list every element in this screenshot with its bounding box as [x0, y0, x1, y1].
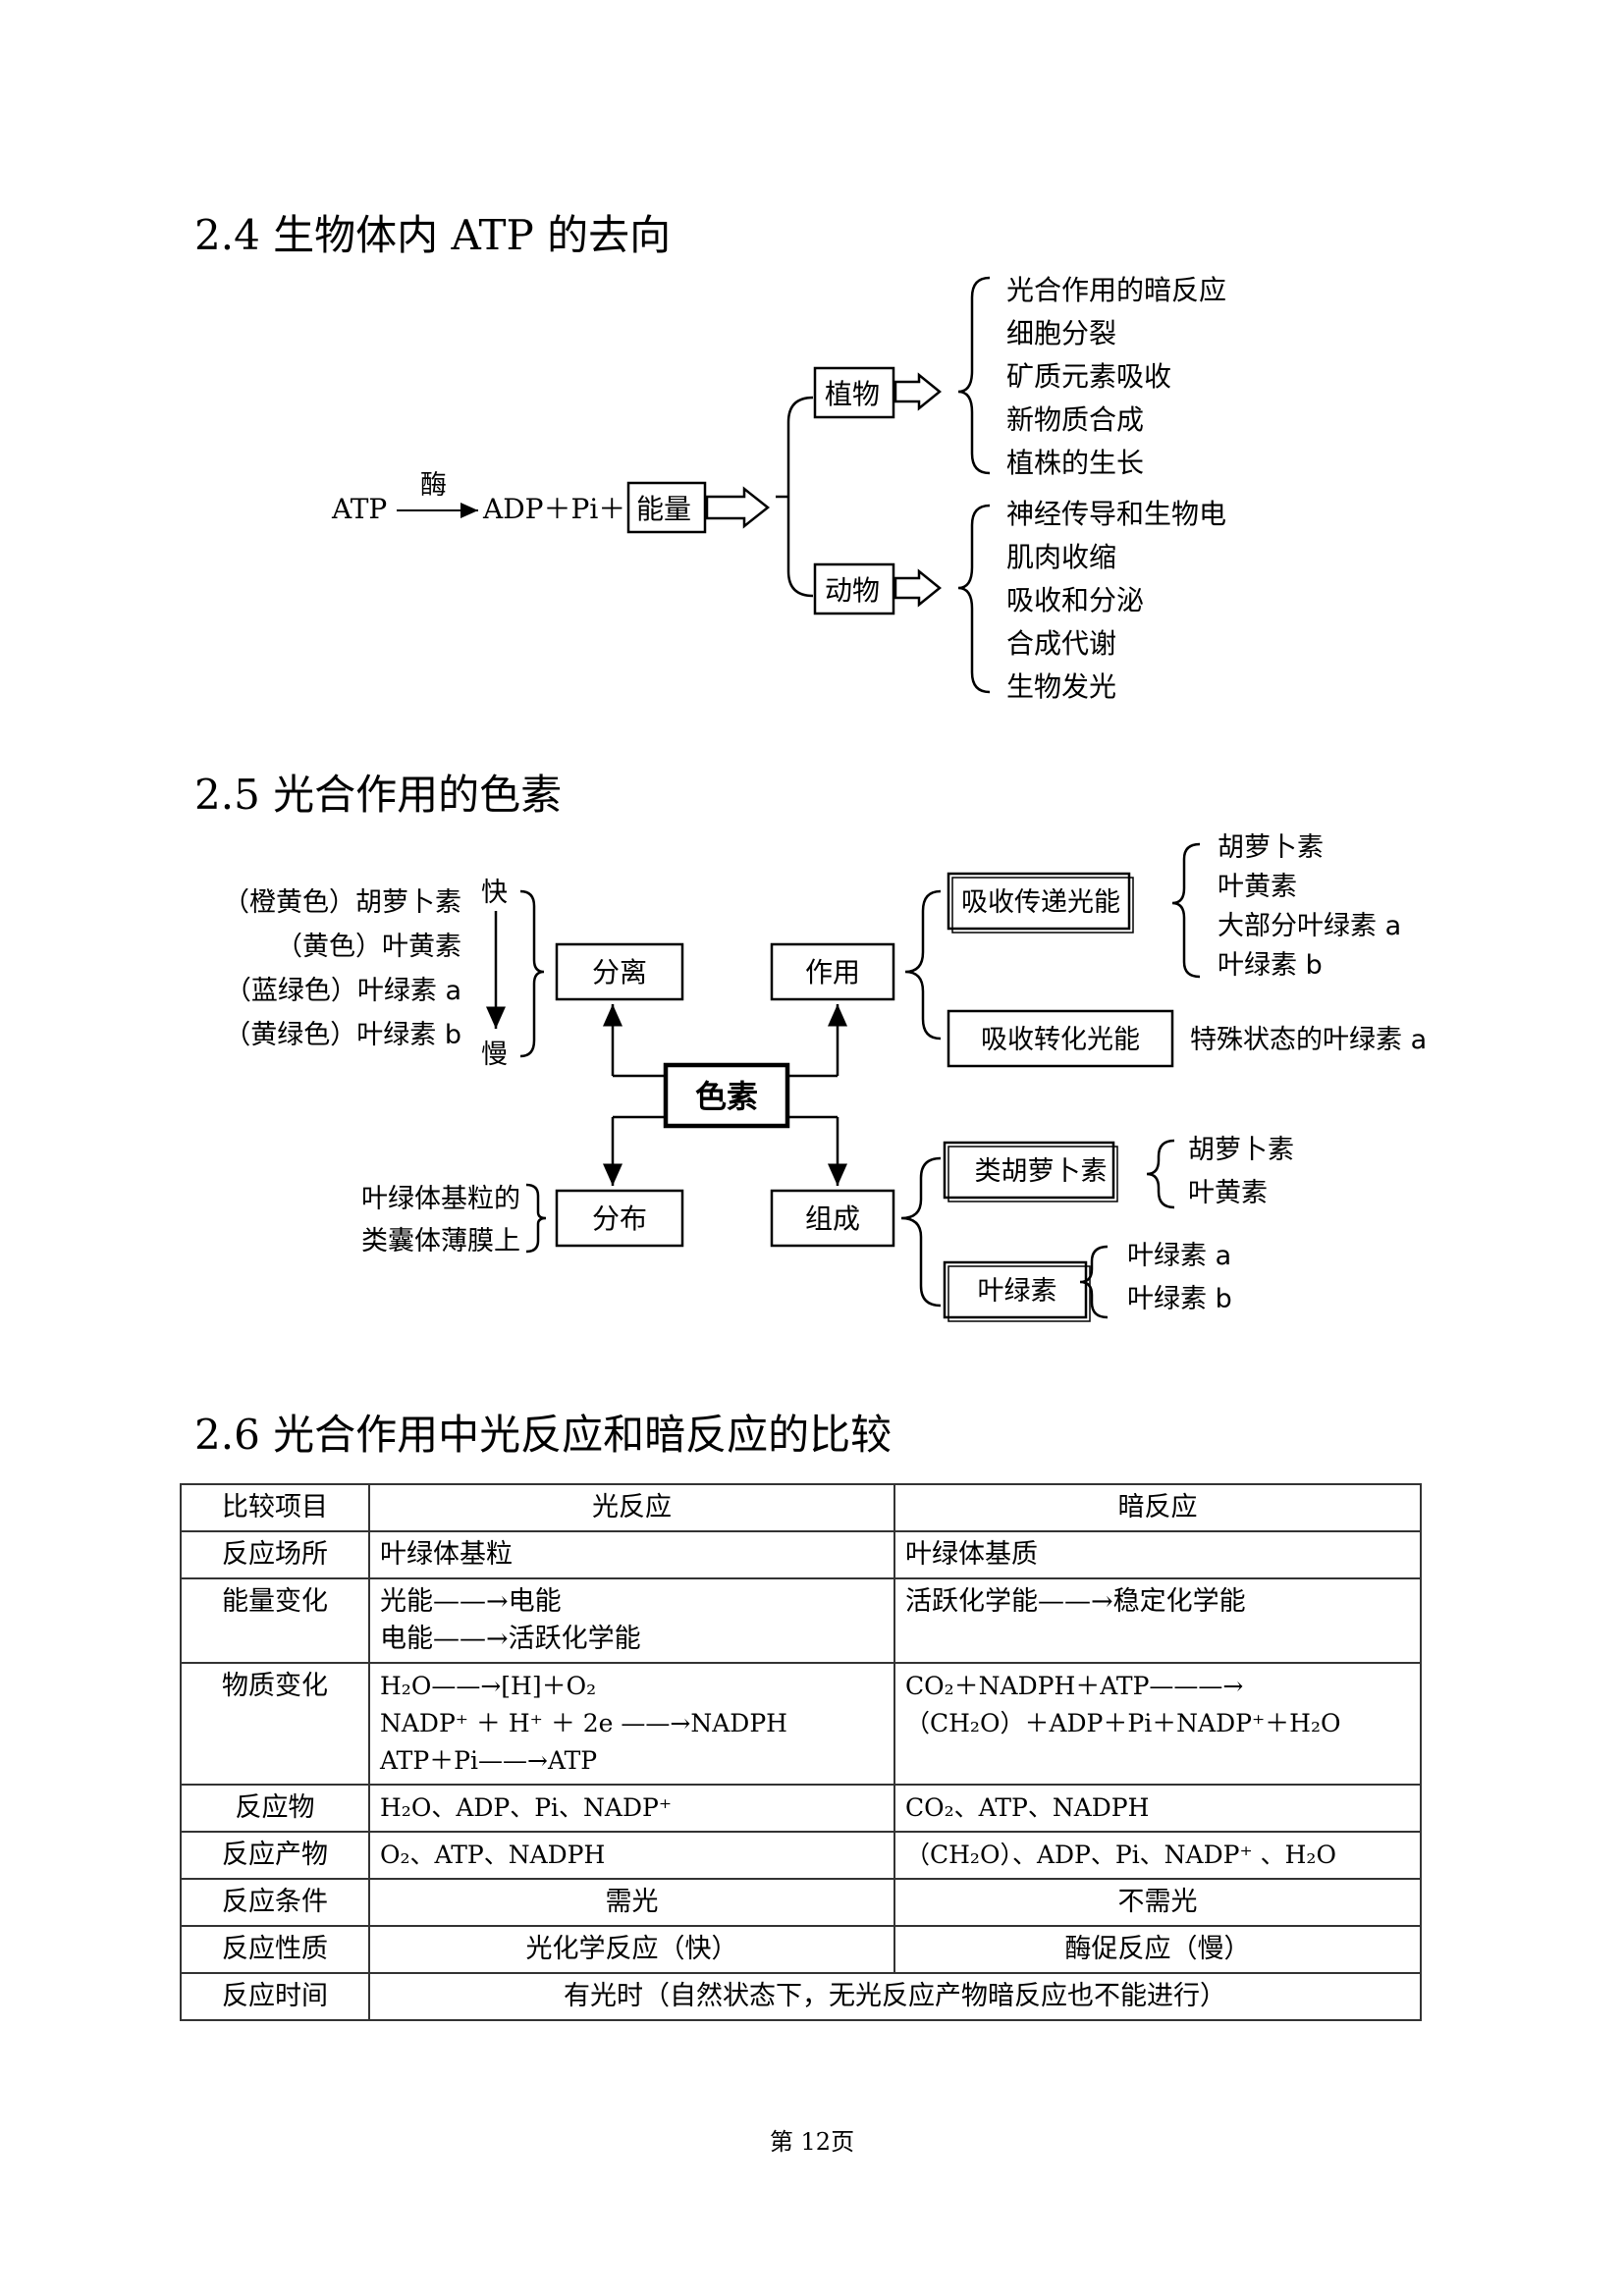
dark-cell: CO₂、ATP、NADPH [893, 1784, 1422, 1833]
chlorophyll-item: 叶绿素 b [1127, 1284, 1232, 1314]
atp-fate-diagram: ATP 酶 ADP＋Pi＋ 能量 植物 动物 光合作用的暗反应 细胞分裂 矿质元… [331, 274, 1226, 703]
plant-arrow [893, 372, 942, 411]
row-label: 反应产物 [180, 1831, 370, 1880]
row-label: 能量变化 [180, 1577, 370, 1664]
dark-cell: 酶促反应（慢） [893, 1925, 1422, 1974]
cell-line: 电能——→活跃化学能 [380, 1624, 641, 1654]
dark-cell: 叶绿体基质 [893, 1530, 1422, 1579]
carotenoid-label: 类胡萝卜素 [975, 1156, 1108, 1187]
time-cell: 有光时（自然状态下，无光反应产物暗反应也不能进行） [368, 1972, 1422, 2021]
carotenoid-item: 胡萝卜素 [1188, 1135, 1294, 1165]
cell-line: 活跃化学能——→稳定化学能 [905, 1586, 1246, 1617]
comparison-table: 比较项目 光反应 暗反应 反应场所 叶绿体基粒 叶绿体基质 能量变化 光能——→… [180, 1483, 1422, 2021]
section-title-2-6: 2.6 光合作用中光反应和暗反应的比较 [194, 1411, 893, 1459]
dark-cell: CO₂＋NADPH＋ATP———→ （CH₂O）＋ADP＋Pi＋NADP⁺＋H₂… [893, 1662, 1422, 1786]
light-cell: H₂O——→[H]＋O₂ NADP⁺ ＋ H⁺ ＋ 2e ——→NADPH AT… [368, 1662, 895, 1786]
animal-use: 肌肉收缩 [1006, 541, 1116, 573]
table-row: 反应物 H₂O、ADP、Pi、NADP⁺ CO₂、ATP、NADPH [180, 1784, 1422, 1833]
function-box-label: 作用 [805, 956, 860, 988]
absorb-transfer-label: 吸收传递光能 [961, 887, 1120, 918]
location-line: 叶绿体基粒的 [361, 1184, 520, 1214]
energy-box-label: 能量 [636, 493, 691, 525]
plant-use: 新物质合成 [1006, 403, 1144, 436]
plant-use: 细胞分裂 [1006, 317, 1116, 349]
page-number: 第 12页 [769, 2128, 855, 2156]
cell-line: 光能——→电能 [380, 1586, 562, 1617]
table-row: 物质变化 H₂O——→[H]＋O₂ NADP⁺ ＋ H⁺ ＋ 2e ——→NAD… [180, 1662, 1422, 1786]
pigment-center-label: 色素 [695, 1078, 758, 1115]
light-cell: 光能——→电能 电能——→活跃化学能 [368, 1577, 895, 1664]
chlorophyll-box [943, 1260, 1088, 1319]
dark-cell: 不需光 [893, 1878, 1422, 1927]
table-header-cell: 比较项目 [180, 1483, 370, 1532]
distribution-box-label: 分布 [592, 1202, 647, 1235]
energy-arrow [705, 486, 771, 529]
carotenoid-box [943, 1141, 1115, 1200]
animal-box-label: 动物 [825, 574, 880, 607]
row-label: 反应时间 [180, 1972, 370, 2021]
cell-line: NADP⁺ ＋ H⁺ ＋ 2e ——→NADPH [380, 1709, 787, 1737]
light-cell: 光化学反应（快） [368, 1925, 895, 1974]
cell-line: H₂O——→[H]＋O₂ [380, 1672, 597, 1700]
light-cell: H₂O、ADP、Pi、NADP⁺ [368, 1784, 895, 1833]
absorb-transfer-item: 大部分叶绿素 a [1218, 911, 1401, 941]
table-row: 反应场所 叶绿体基粒 叶绿体基质 [180, 1530, 1422, 1579]
row-label: 反应物 [180, 1784, 370, 1833]
table-row: 反应条件 需光 不需光 [180, 1878, 1422, 1927]
enzyme-label: 酶 [420, 470, 447, 501]
cell-line: （CH₂O）＋ADP＋Pi＋NADP⁺＋H₂O [905, 1709, 1341, 1737]
section-title-2-4: 2.4 生物体内 ATP 的去向 [194, 211, 672, 259]
pigment-band: （黄色）叶黄素 [276, 932, 461, 962]
row-label: 物质变化 [180, 1662, 370, 1786]
table-header-row: 比较项目 光反应 暗反应 [180, 1483, 1422, 1532]
row-label: 反应条件 [180, 1878, 370, 1927]
table-header-cell: 暗反应 [893, 1483, 1422, 1532]
light-cell: 叶绿体基粒 [368, 1530, 895, 1579]
absorb-convert-item: 特殊状态的叶绿素 a [1190, 1025, 1427, 1055]
cell-line: CO₂＋NADPH＋ATP———→ [905, 1672, 1244, 1700]
slow-label: 慢 [481, 1040, 508, 1070]
table-row: 反应性质 光化学反应（快） 酶促反应（慢） [180, 1925, 1422, 1974]
absorb-transfer-item: 叶绿素 b [1218, 950, 1323, 981]
animal-use: 生物发光 [1006, 670, 1116, 703]
table-row: 能量变化 光能——→电能 电能——→活跃化学能 活跃化学能——→稳定化学能 [180, 1577, 1422, 1664]
pigment-band: （黄绿色）叶绿素 b [224, 1020, 461, 1050]
animal-use: 神经传导和生物电 [1006, 498, 1226, 530]
composition-box-label: 组成 [805, 1202, 860, 1235]
table-header-cell: 光反应 [368, 1483, 895, 1532]
animal-use: 吸收和分泌 [1006, 584, 1144, 616]
pigment-diagram: （橙黄色）胡萝卜素 （黄色）叶黄素 （蓝绿色）叶绿素 a （黄绿色）叶绿素 b … [223, 832, 1427, 1322]
location-line: 类囊体薄膜上 [361, 1226, 520, 1256]
section-title-2-5: 2.5 光合作用的色素 [194, 771, 563, 819]
separation-box-label: 分离 [592, 956, 647, 988]
absorb-convert-label: 吸收转化光能 [981, 1025, 1140, 1055]
chlorophyll-label: 叶绿素 [978, 1276, 1057, 1307]
absorb-transfer-item: 胡萝卜素 [1218, 832, 1324, 863]
plant-box-label: 植物 [825, 378, 880, 410]
light-cell: O₂、ATP、NADPH [368, 1831, 895, 1880]
carotenoid-item: 叶黄素 [1188, 1178, 1268, 1208]
animal-arrow [893, 568, 942, 608]
absorb-transfer-box [947, 872, 1131, 931]
atp-reactant: ATP [331, 493, 387, 525]
plant-use: 植株的生长 [1006, 447, 1144, 479]
plant-use: 矿质元素吸收 [1006, 360, 1171, 393]
light-cell: 需光 [368, 1878, 895, 1927]
animal-use: 合成代谢 [1006, 627, 1116, 660]
fast-label: 快 [481, 878, 508, 908]
table-row: 反应时间 有光时（自然状态下，无光反应产物暗反应也不能进行） [180, 1972, 1422, 2021]
pigment-band: （蓝绿色）叶绿素 a [225, 976, 461, 1006]
cell-line: ATP＋Pi——→ATP [380, 1746, 598, 1775]
absorb-transfer-item: 叶黄素 [1218, 872, 1297, 902]
pigment-band: （橙黄色）胡萝卜素 [223, 887, 461, 918]
absorb-convert-box [947, 1009, 1174, 1068]
dark-cell: （CH₂O）、ADP、Pi、NADP⁺ 、H₂O [893, 1831, 1422, 1880]
row-label: 反应性质 [180, 1925, 370, 1974]
dark-cell: 活跃化学能——→稳定化学能 [893, 1577, 1422, 1664]
chlorophyll-item: 叶绿素 a [1127, 1241, 1231, 1271]
table-row: 反应产物 O₂、ATP、NADPH （CH₂O）、ADP、Pi、NADP⁺ 、H… [180, 1831, 1422, 1880]
row-label: 反应场所 [180, 1530, 370, 1579]
plant-use: 光合作用的暗反应 [1006, 274, 1226, 306]
atp-products: ADP＋Pi＋ [482, 493, 625, 525]
